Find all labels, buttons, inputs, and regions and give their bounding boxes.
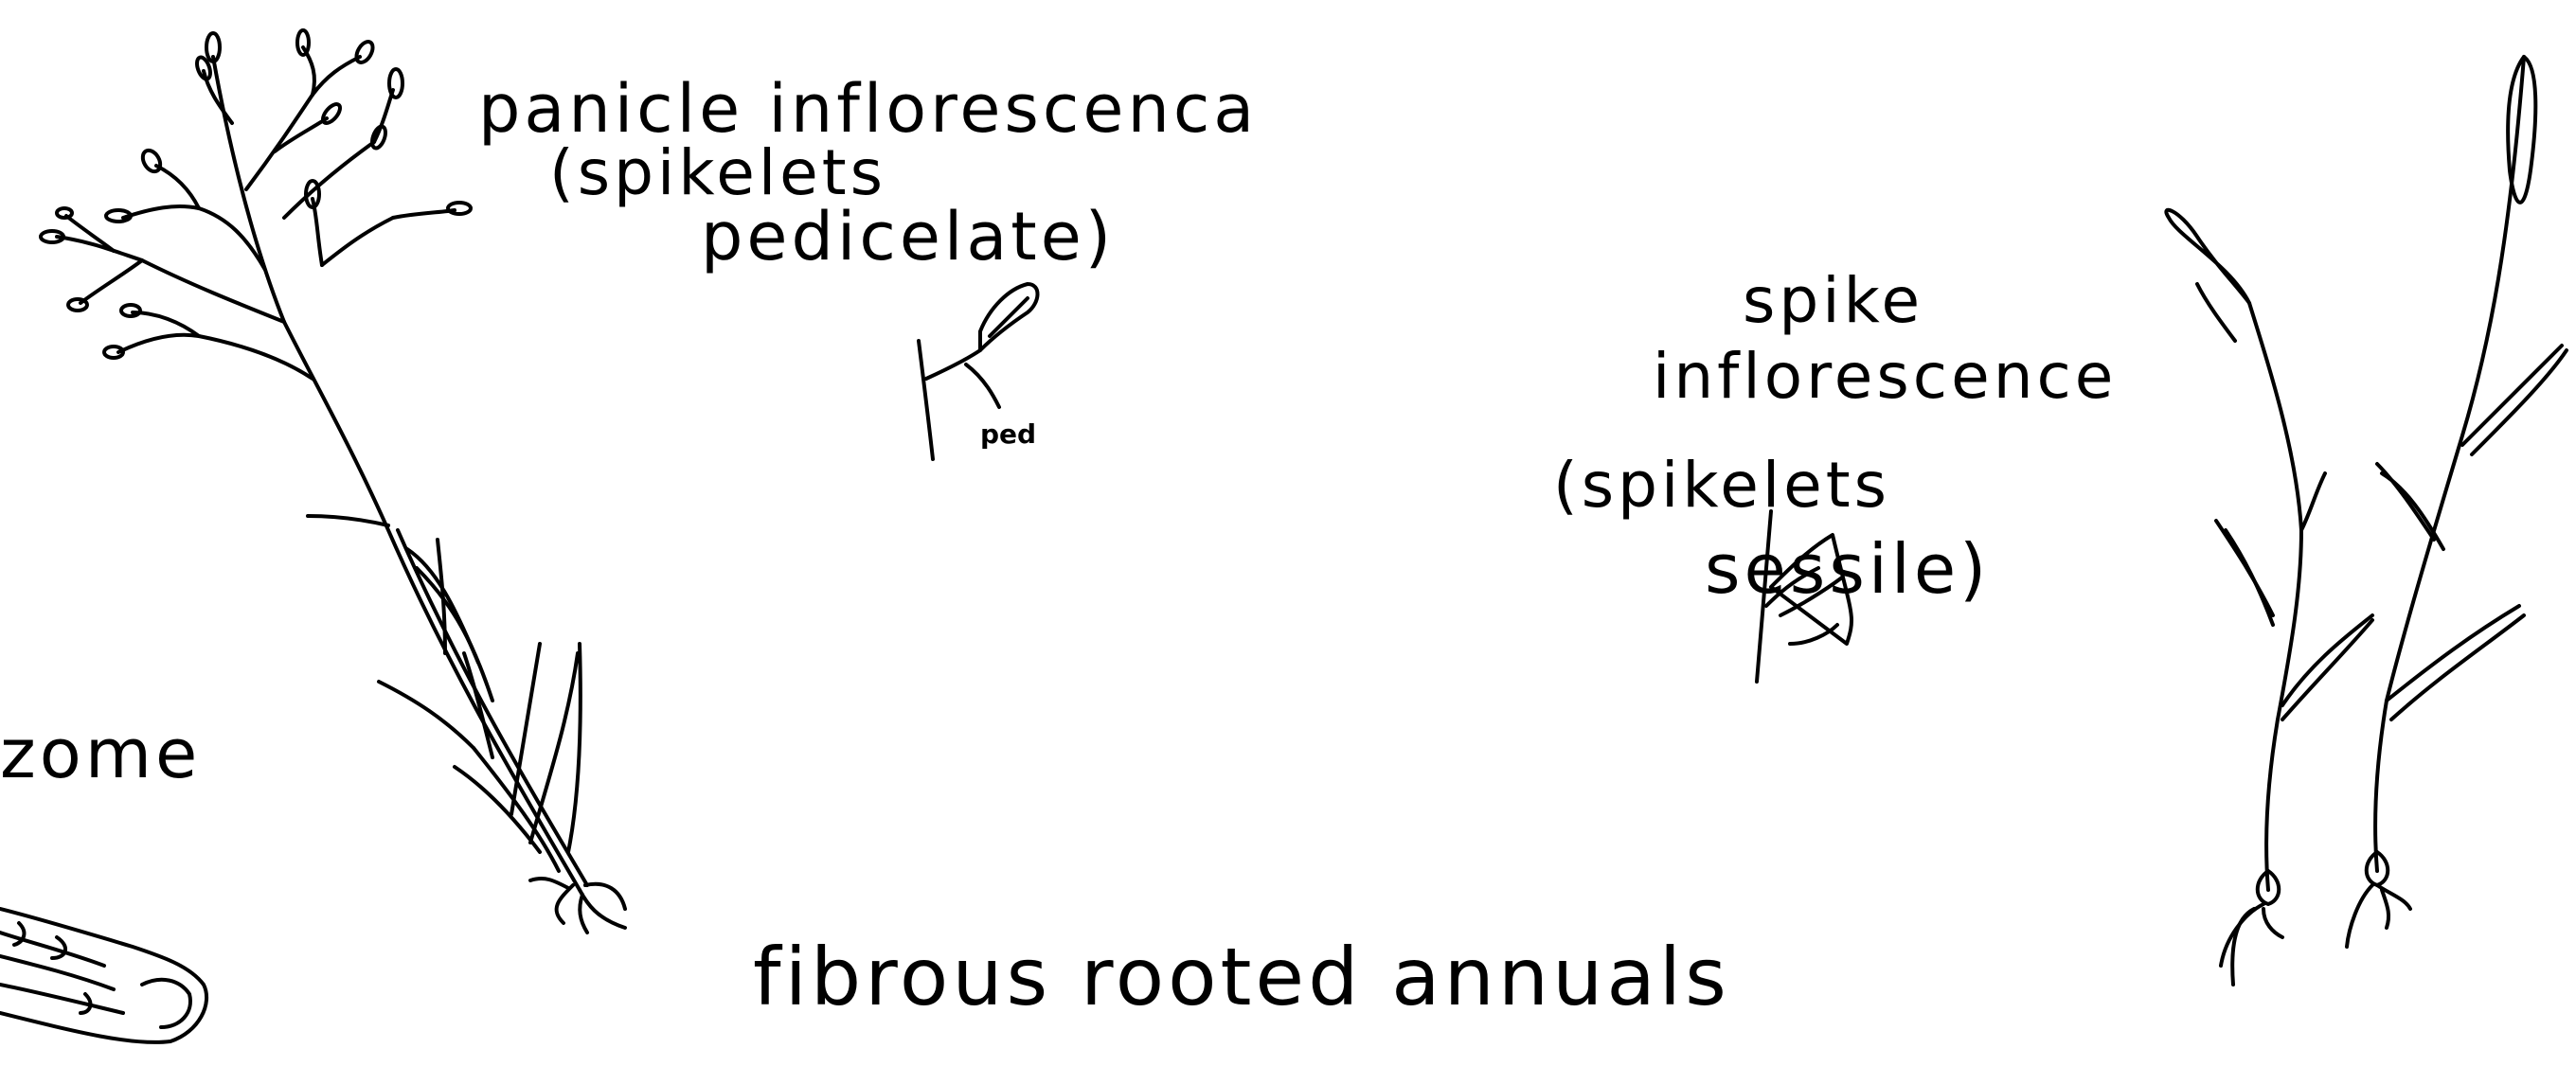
- spike-inflorescence-label: inflorescence: [1653, 340, 2118, 413]
- panicle-pedicelate-label: pedicelate): [701, 198, 1116, 275]
- spike-grass-plants: [2166, 57, 2567, 985]
- sessile-spikelet-detail: [1757, 511, 1852, 682]
- panicle-inflorescence-label: panicle inflorescenca: [478, 70, 1259, 148]
- spike-sessile-label: sessile): [1705, 529, 1991, 609]
- pedicel-abbrev-label: ped: [980, 418, 1037, 450]
- rhizome-label: zome: [0, 714, 202, 793]
- spike-label: spike: [1743, 264, 1924, 337]
- spike-spikelets-label: (spikelets: [1553, 449, 1891, 522]
- panicle-grass-plant: [41, 30, 625, 933]
- panicle-spikelets-label: (spikelets: [549, 136, 887, 209]
- rhizome-fragment: [0, 909, 206, 1042]
- caption-fibrous-rooted-annuals: fibrous rooted annuals: [753, 931, 1730, 1023]
- pedicellate-spikelet-detail: [919, 284, 1038, 459]
